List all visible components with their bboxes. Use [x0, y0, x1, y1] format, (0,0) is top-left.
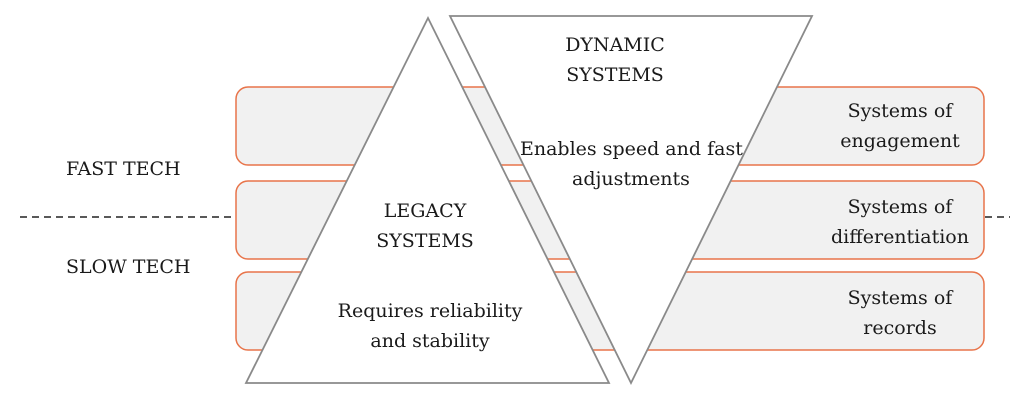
dynamic-systems-triangle — [448, 15, 814, 386]
legacy-systems-triangle — [244, 15, 611, 384]
